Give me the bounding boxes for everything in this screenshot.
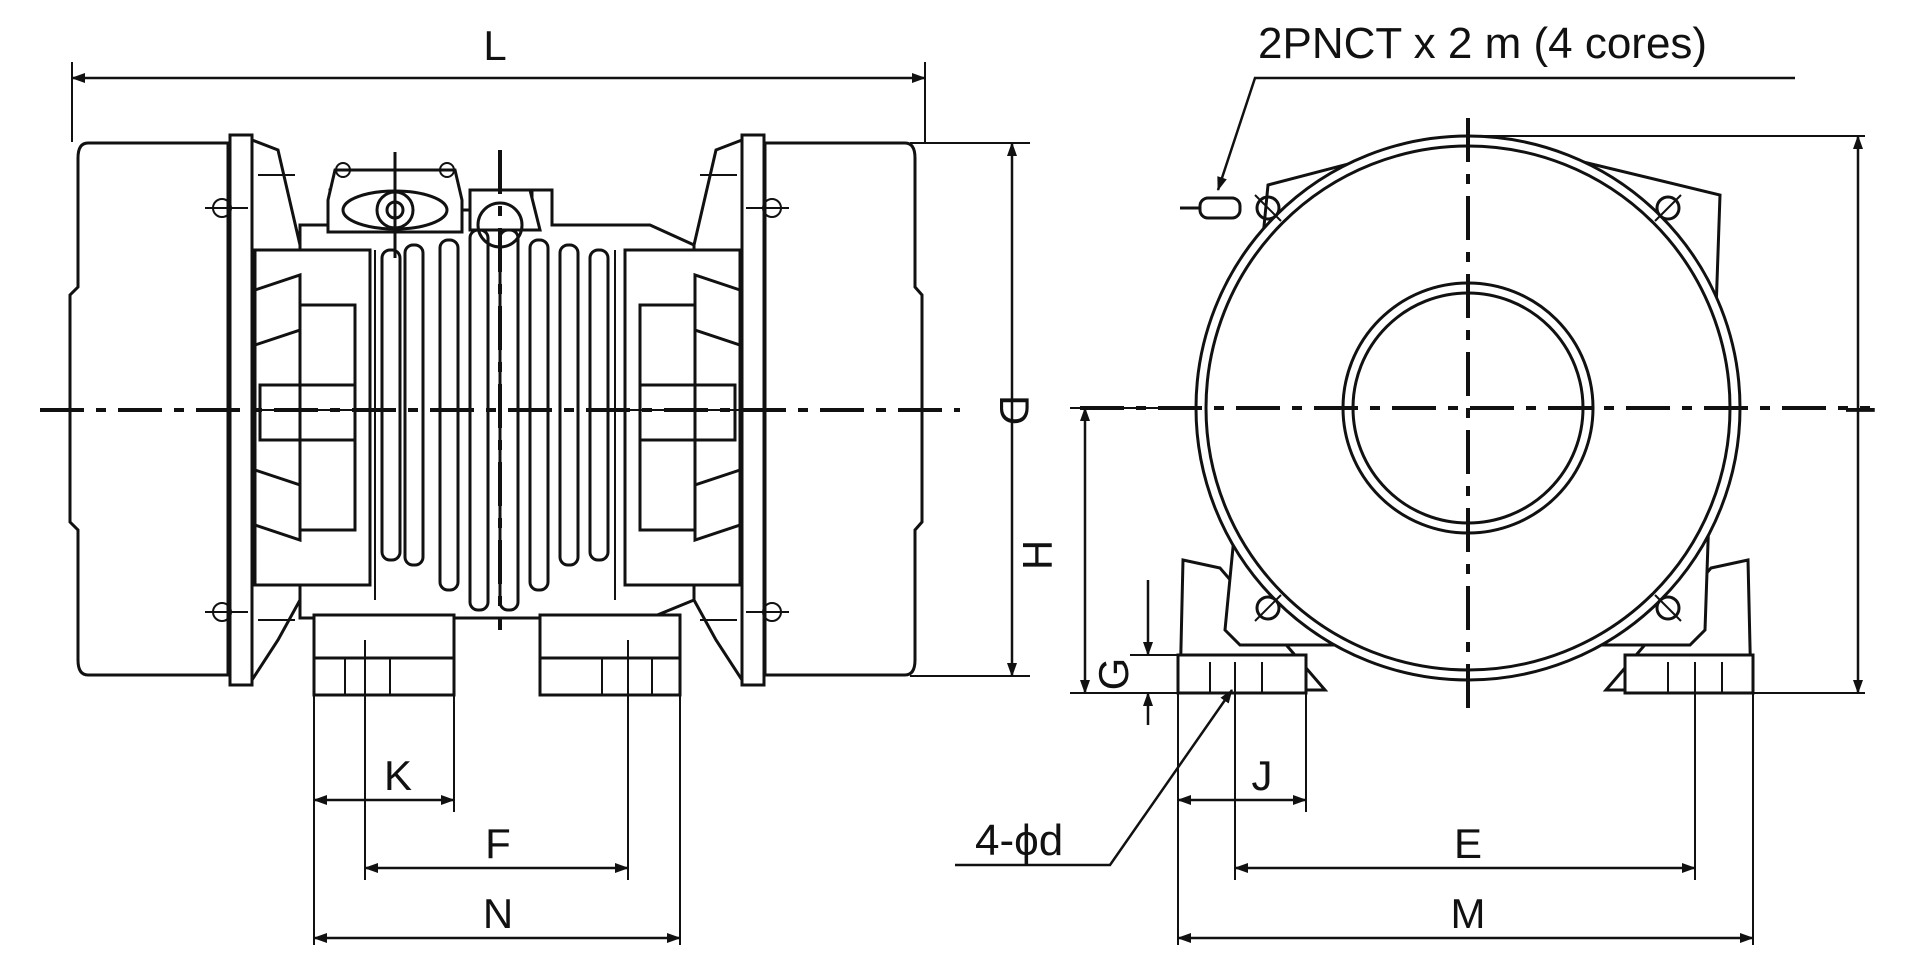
dimension-label-L: L [483,22,506,69]
side-view: L D K F N [40,22,1038,945]
side-view-feet [312,613,682,700]
front-view: 2PNCT x 2 m (4 cores) I H G 4-ϕd J E M [955,19,1884,945]
cable-stub [1180,196,1242,220]
hole-leader-line [955,689,1234,867]
dimension-label-E: E [1454,820,1482,867]
cable-spec-note: 2PNCT x 2 m (4 cores) [1258,19,1707,68]
front-view-bolts [1254,194,1682,622]
cable-leader-line [1216,76,1795,191]
dimension-label-I: I [1837,404,1884,416]
dimension-label-H: H [1014,540,1061,570]
right-eccentric-weight [623,248,742,587]
dimension-label-G: G [1090,658,1137,691]
dimension-label-F: F [485,820,511,867]
dimension-label-D: D [991,395,1038,425]
dimension-label-M: M [1451,890,1486,937]
dimension-label-K: K [384,752,412,799]
left-eccentric-weight [253,248,372,587]
hole-spec-note: 4-ϕd [975,816,1063,865]
dimension-label-J: J [1252,752,1273,799]
dimension-label-N: N [483,890,513,937]
cable-gland [326,152,542,258]
